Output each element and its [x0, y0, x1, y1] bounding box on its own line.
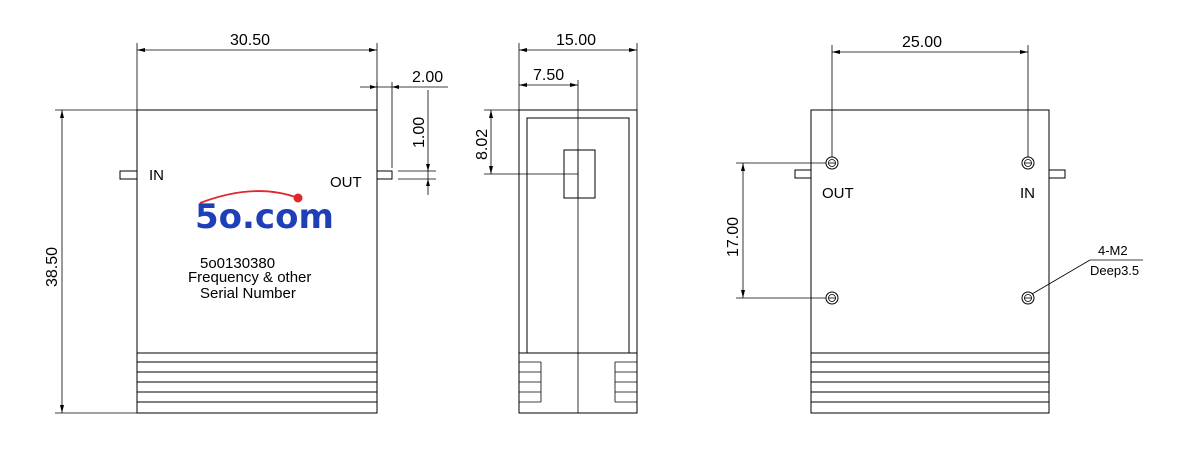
side-pin-position-dimension: 8.02	[474, 109, 578, 175]
side-view: 15.00 7.50 8.02	[474, 32, 638, 414]
pin-diameter-value: 1.00	[411, 117, 428, 148]
back-out-pin	[794, 169, 812, 179]
screw-hole	[1021, 291, 1035, 305]
serial-number-text: Serial Number	[200, 285, 296, 302]
logo-swoosh	[199, 190, 299, 204]
screw-hole	[825, 291, 839, 305]
screw-hole	[1021, 156, 1035, 170]
side-heatsink-fins	[518, 352, 638, 414]
front-in-pin	[119, 170, 138, 180]
screw-spec: 4-M2	[1098, 243, 1128, 258]
back-in-pin	[1048, 169, 1066, 179]
pin-diameter-dimension: 1.00	[398, 90, 436, 195]
part-number: 5o0130380	[200, 255, 275, 272]
hole-spacing-v-dimension: 17.00	[725, 162, 826, 299]
front-heatsink-fins	[136, 352, 378, 414]
front-width-dimension: 30.50	[136, 32, 378, 110]
back-in-label: IN	[1020, 185, 1035, 202]
hole-spacing-h-dimension: 25.00	[831, 34, 1029, 157]
side-width-dimension: 15.00	[518, 32, 638, 110]
side-pin-position-value: 8.02	[474, 129, 491, 160]
screw-hole	[825, 156, 839, 170]
back-body	[810, 109, 1050, 354]
front-height-value: 38.50	[44, 247, 61, 287]
side-half-value: 7.50	[533, 67, 564, 84]
screw-callout: 4-M2 Deep3.5	[1031, 243, 1143, 295]
frequency-text: Frequency & other	[188, 269, 311, 286]
screw-depth: Deep3.5	[1090, 263, 1139, 278]
front-height-dimension: 38.50	[44, 109, 137, 414]
back-heatsink-fins	[810, 352, 1050, 414]
pin-length-dimension: 2.00	[360, 69, 448, 168]
pin-length-value: 2.00	[412, 69, 443, 86]
side-half-dimension: 7.50	[519, 67, 579, 110]
logo-text: 5o.com	[195, 197, 334, 237]
logo-dot	[293, 193, 303, 203]
front-view: IN OUT 5o.com 5o0130380 Frequency & othe…	[44, 32, 448, 414]
front-out-pin	[376, 170, 393, 180]
front-in-label: IN	[149, 167, 164, 184]
back-view: OUT IN 25.00 17.00 4-M2 Deep3.5	[725, 34, 1143, 414]
side-width-value: 15.00	[556, 32, 596, 49]
hole-spacing-h-value: 25.00	[902, 34, 942, 51]
brand-logo: 5o.com	[195, 190, 334, 237]
back-out-label: OUT	[822, 185, 854, 202]
front-width-value: 30.50	[230, 32, 270, 49]
hole-spacing-v-value: 17.00	[725, 217, 742, 257]
front-out-label: OUT	[330, 174, 362, 191]
